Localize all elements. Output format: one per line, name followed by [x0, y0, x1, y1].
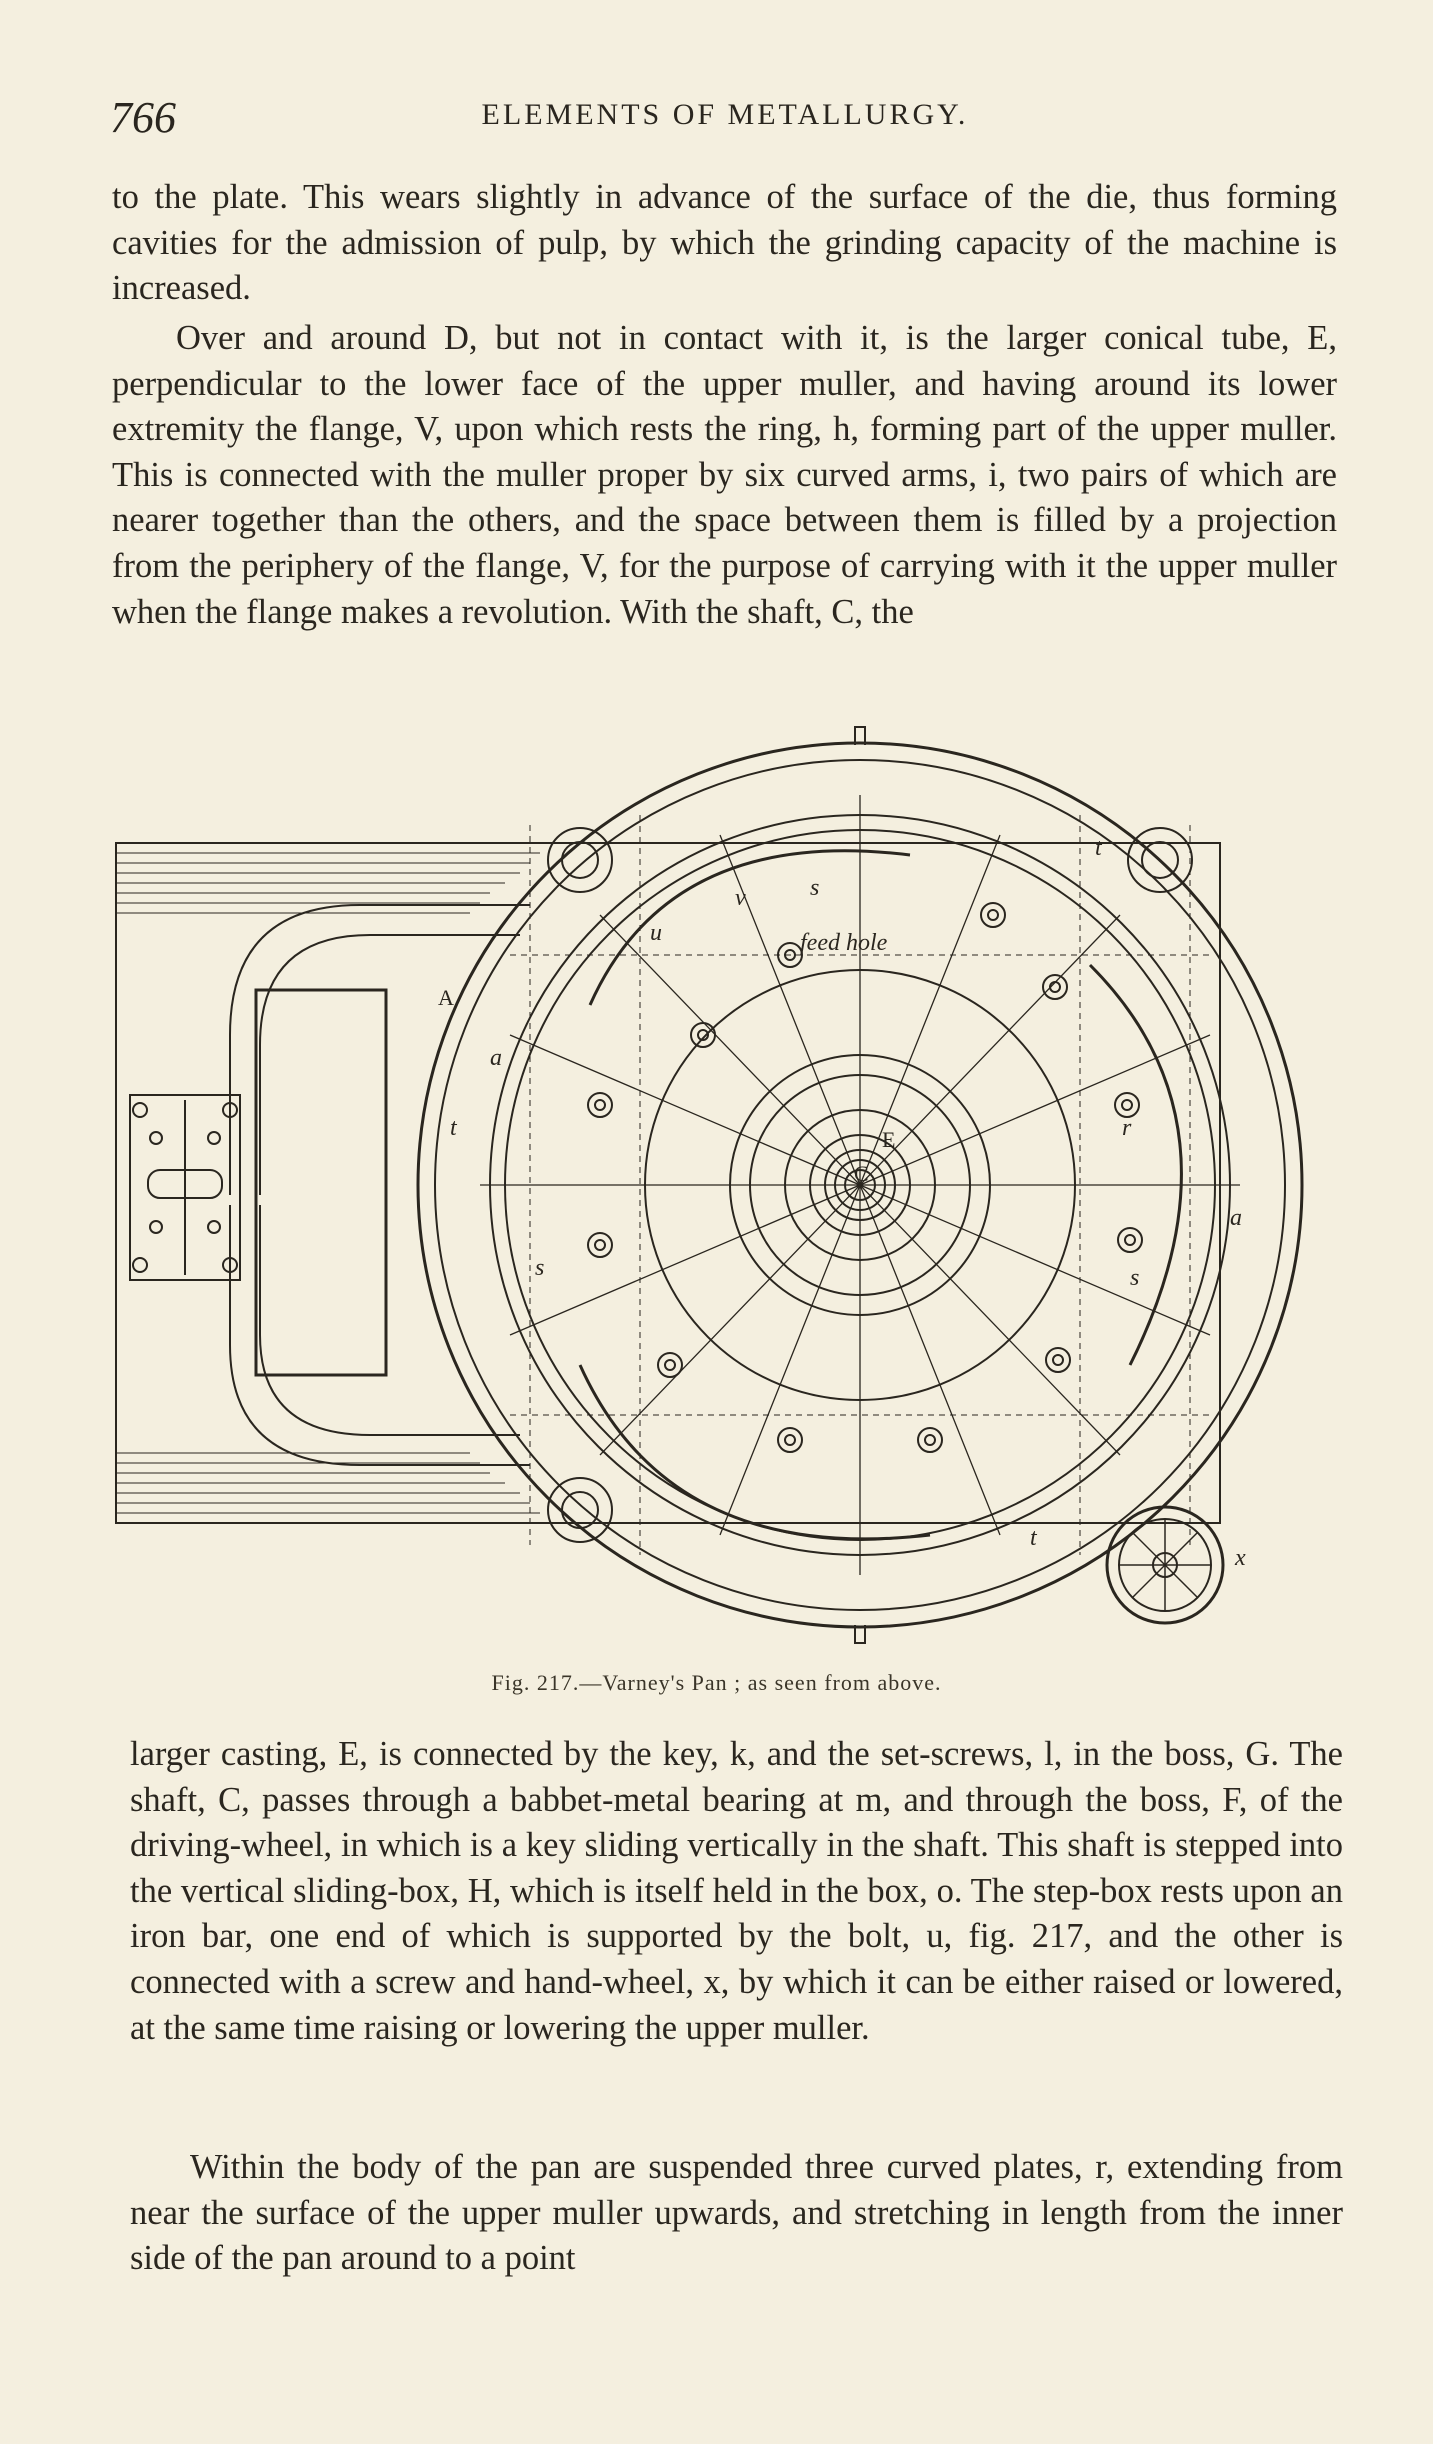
frame-outline [115, 842, 1221, 1524]
figure-varney-pan: feed hole A E C a a t t t s s s v u r x [110, 705, 1340, 1665]
rim-notch-bottom [854, 1625, 866, 1644]
channel-outer-top [229, 904, 530, 1195]
wood-grain-bottom [116, 1452, 540, 1514]
label-C: C [854, 1161, 869, 1186]
rim-notch-top [854, 726, 866, 745]
running-title: ELEMENTS OF METALLURGY. [481, 98, 969, 131]
varney-pan-drawing: feed hole A E C a a t t t s s s v u r x [115, 726, 1304, 1644]
channel-outer-bottom [229, 1205, 530, 1466]
housing-bottom-left [547, 1477, 613, 1543]
hand-wheel-x [1105, 1505, 1225, 1625]
label-A: A [438, 985, 454, 1010]
label-E: E [882, 1127, 895, 1152]
label-a-left: a [490, 1045, 502, 1071]
paragraph-2: Over and around D, but not in contact wi… [112, 319, 1337, 631]
paragraph-3: larger casting, E, is connected by the k… [130, 1735, 1343, 2047]
housing-top-left [547, 827, 613, 893]
radial-arms [480, 795, 1240, 1575]
label-r: r [1122, 1115, 1132, 1141]
pan-outer-rim [416, 741, 1304, 1629]
label-feed-hole: feed hole [800, 930, 888, 956]
housing-top-right [1127, 827, 1193, 893]
reference-grid [510, 815, 1210, 1555]
paragraph-4: Within the body of the pan are suspended… [130, 2148, 1343, 2278]
label-s-top: s [810, 875, 819, 901]
wood-grain-top [116, 852, 540, 914]
label-t-bottom: t [1030, 1525, 1038, 1551]
channel-inner-bottom [259, 1205, 520, 1436]
bolts [587, 902, 1143, 1453]
label-s-left: s [535, 1255, 544, 1281]
channel-inner-top [259, 934, 520, 1195]
running-head: 766 ELEMENTS OF METALLURGY. [110, 92, 1340, 142]
label-s-right: s [1130, 1265, 1139, 1291]
label-x: x [1234, 1545, 1246, 1571]
label-t-left: t [450, 1115, 458, 1141]
label-u: u [650, 920, 662, 946]
pan-inner-rim [434, 759, 1286, 1611]
bearing-block [129, 1094, 241, 1281]
paragraph-1: to the plate. This wears slightly in adv… [112, 178, 1337, 308]
box-opening [254, 988, 388, 1377]
curved-plate-2 [1088, 963, 1183, 1366]
curved-plate-3 [578, 1364, 931, 1541]
label-a-right: a [1230, 1205, 1242, 1231]
figure-caption: Fig. 217.—Varney's Pan ; as seen from ab… [491, 1670, 942, 1695]
curved-plate-1 [588, 849, 911, 1006]
page-number: 766 [110, 93, 176, 142]
label-t-top: t [1095, 835, 1103, 861]
label-v: v [735, 885, 746, 911]
